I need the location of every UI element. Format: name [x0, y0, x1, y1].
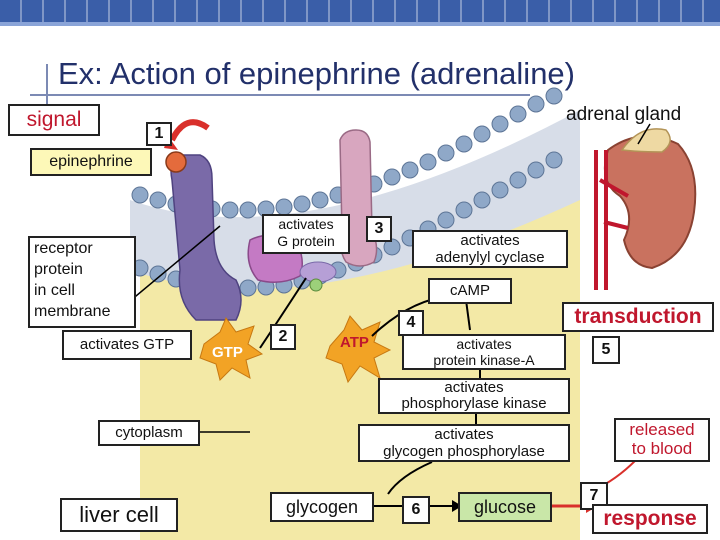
receptor-line2: protein: [34, 261, 83, 278]
header-grid: [0, 0, 720, 22]
activates-pka-line1: activates: [456, 336, 512, 352]
atp-label: ATP: [340, 334, 369, 351]
epinephrine-label: epinephrine: [30, 148, 152, 176]
atp-burst: [325, 315, 392, 384]
kidney-illustration: [604, 135, 697, 270]
activates-phosphorylase-kinase-box: activates phosphorylase kinase: [378, 378, 570, 414]
signal-label-box: signal: [8, 104, 100, 136]
receptor-line1: receptor: [34, 240, 93, 257]
glucose-label: glucose: [458, 492, 552, 522]
epinephrine-molecule: [165, 151, 187, 173]
activates-gtp-label: activates GTP: [62, 330, 192, 360]
activates-pka-box: activates protein kinase-A: [402, 334, 566, 370]
blood-vessels: [594, 150, 629, 290]
step-number-1: 1: [146, 122, 172, 146]
camp-label: cAMP: [428, 278, 512, 304]
signal-label: signal: [26, 108, 82, 131]
step-number-6: 6: [402, 496, 430, 524]
activates-glycogen-phosphorylase-box: activates glycogen phosphorylase: [358, 424, 570, 462]
gtp-burst: [199, 316, 264, 381]
receptor-line4: membrane: [34, 303, 111, 320]
gdp-molecule: [309, 278, 323, 292]
activates-pka-line2: protein kinase-A: [433, 352, 535, 368]
gtp-label: GTP: [212, 344, 243, 361]
signal-arrow: [169, 119, 210, 142]
liver-cell-label: liver cell: [60, 498, 178, 532]
title-underline: [30, 94, 530, 96]
response-label: response: [603, 507, 697, 530]
released-label-box: released to blood: [614, 418, 710, 462]
arrow-camp-to-pka: [465, 299, 471, 331]
page-title: Ex: Action of epinephrine (adrenaline): [58, 56, 575, 91]
adrenal-pointer: [637, 123, 651, 145]
glycogen-label: glycogen: [270, 492, 374, 522]
activates-glycogen-phos-line1: activates: [434, 426, 494, 443]
activates-g-protein-line2: G protein: [277, 233, 335, 249]
released-line1: released: [629, 420, 695, 439]
transduction-label: transduction: [574, 305, 702, 328]
header-stripe: [0, 22, 720, 26]
activates-phos-kinase-line1: activates: [444, 379, 504, 396]
step-number-5: 5: [592, 336, 620, 364]
transduction-label-box: transduction: [562, 302, 714, 332]
activates-adenylyl-line2: adenylyl cyclase: [435, 249, 545, 266]
arrow-gtp-to-gprotein: [259, 277, 307, 349]
activates-phos-kinase-line2: phosphorylase kinase: [401, 395, 547, 412]
cytoplasm-label: cytoplasm: [98, 420, 200, 446]
adrenal-gland-illustration: [620, 128, 671, 153]
step-number-2: 2: [270, 324, 296, 350]
activates-adenylyl-line1: activates: [460, 232, 520, 249]
receptor-line3: in cell: [34, 282, 75, 299]
activates-glycogen-phos-line2: glycogen phosphorylase: [383, 443, 545, 460]
activates-adenylyl-box: activates adenylyl cyclase: [412, 230, 568, 268]
header-bar: [0, 0, 720, 22]
activates-g-protein-box: activates G protein: [262, 214, 350, 254]
step-number-4: 4: [398, 310, 424, 336]
released-line2: to blood: [631, 439, 693, 458]
response-label-box: response: [592, 504, 708, 534]
title-accent-vertical: [46, 64, 48, 104]
activates-g-protein-line1: activates: [278, 216, 334, 232]
receptor-label-box: receptor protein in cell membrane: [28, 236, 136, 328]
arrow-phosphorylase-to-glycogen: [387, 461, 433, 495]
step-number-3: 3: [366, 216, 392, 242]
arrowhead-glucose: [452, 500, 462, 512]
adrenal-gland-label: adrenal gland: [566, 104, 682, 125]
